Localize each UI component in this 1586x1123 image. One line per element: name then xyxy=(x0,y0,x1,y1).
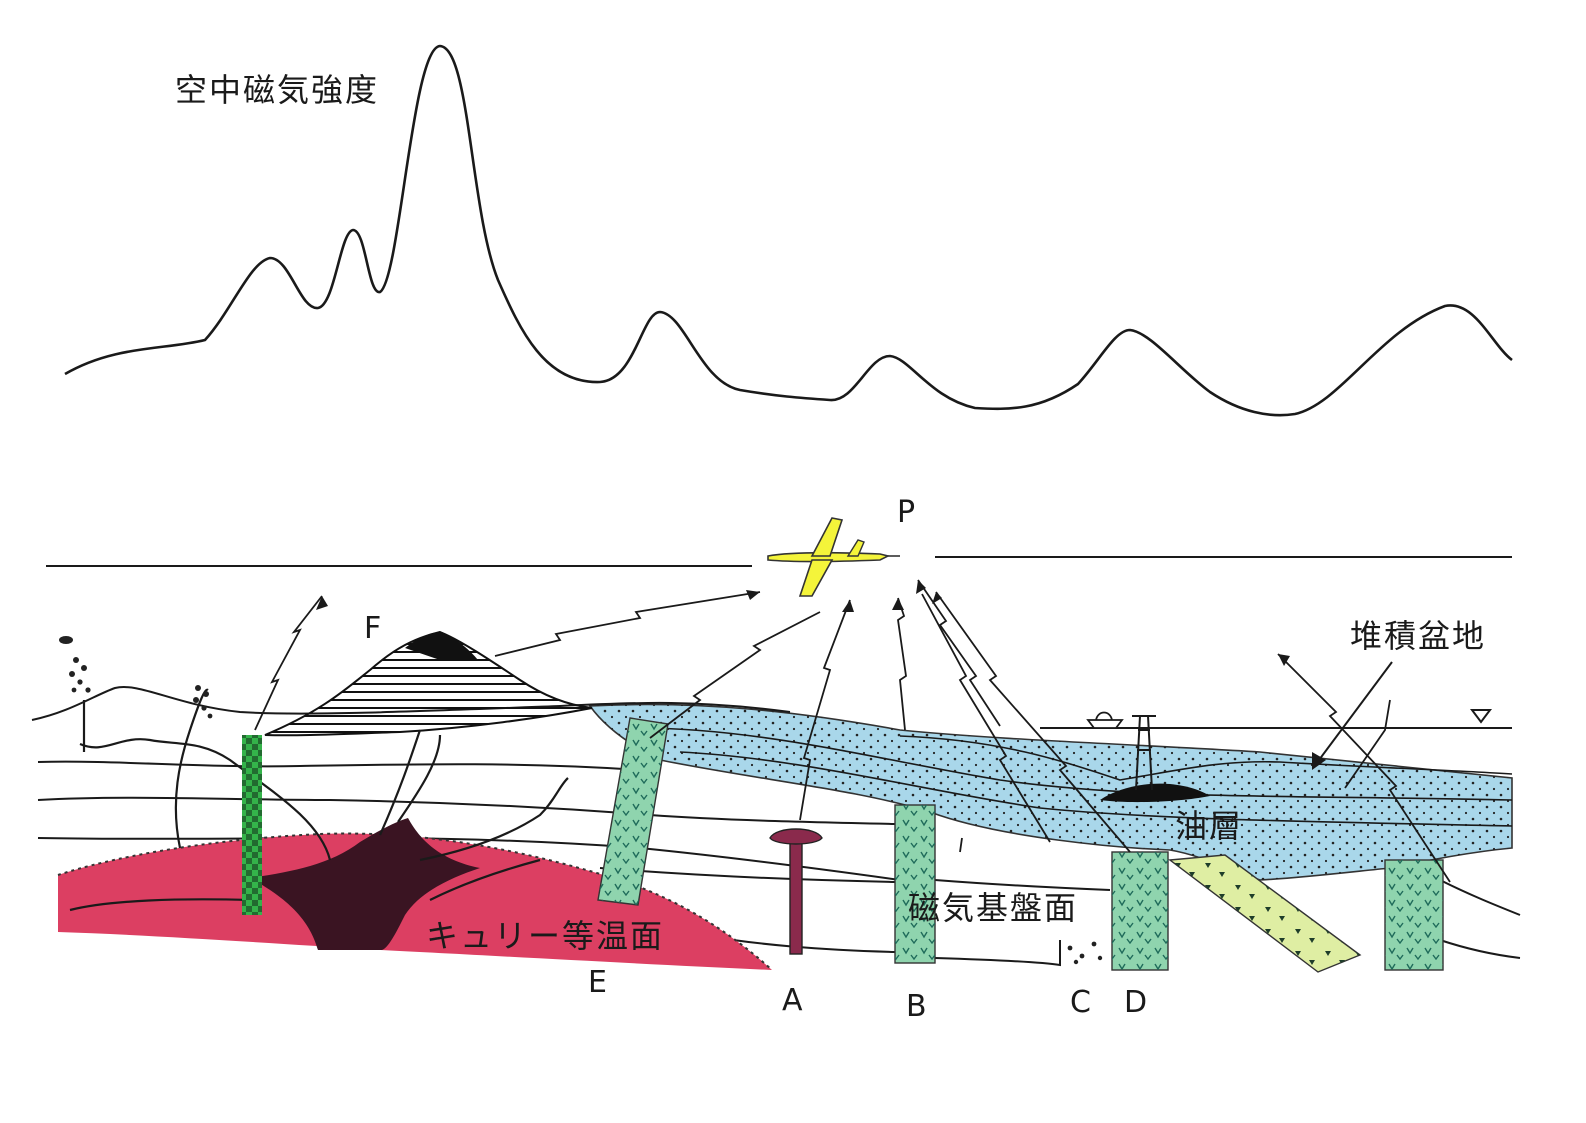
oil-layer-label: 油層 xyxy=(1175,807,1244,845)
basin-pointer-arrow xyxy=(1315,661,1393,765)
oil-reservoir xyxy=(1100,783,1210,803)
signal-rays xyxy=(254,579,1451,883)
dike-b-pattern xyxy=(895,805,935,963)
basin-strata xyxy=(639,727,1513,827)
curie-isotherm-label: キュリー等温面 xyxy=(426,917,665,955)
dike-e-pattern xyxy=(598,718,668,905)
aircraft-label: P xyxy=(897,495,916,530)
basin-label: 堆積盆地 xyxy=(1350,617,1487,655)
volcano xyxy=(264,630,593,737)
volcano-label: F xyxy=(364,611,382,646)
profile-title: 空中磁気強度 xyxy=(175,71,380,109)
magnetic-basement-label: 磁気基盤面 xyxy=(908,889,1079,927)
dike-bright-green-pattern xyxy=(242,735,262,915)
dike-right-pattern xyxy=(1385,860,1443,970)
sedimentary-basin-dots xyxy=(590,704,1512,880)
volcano-cap xyxy=(405,632,478,660)
dike-label-b: B xyxy=(906,989,927,1024)
magnetic-profile-curve xyxy=(64,44,1513,417)
dike-label-e: E xyxy=(588,965,607,1000)
smoke-plumes xyxy=(59,636,213,719)
dike-label-d: D xyxy=(1124,985,1148,1020)
dike-label-a: A xyxy=(782,983,803,1018)
magma-core xyxy=(250,818,480,950)
ray-arrowheads xyxy=(316,580,1290,666)
dike-a xyxy=(769,828,823,955)
dike-d-pattern xyxy=(1112,852,1168,970)
boat xyxy=(1086,711,1124,729)
basin-pointer-arrowhead xyxy=(1312,752,1326,770)
dike-yellow-pattern xyxy=(1170,855,1360,972)
aircraft-icon xyxy=(767,517,900,597)
dike-label-c: C xyxy=(1070,985,1091,1020)
drilling-rig xyxy=(1132,715,1156,791)
dike-c xyxy=(1067,941,1103,965)
water-level-marker xyxy=(1470,709,1492,724)
